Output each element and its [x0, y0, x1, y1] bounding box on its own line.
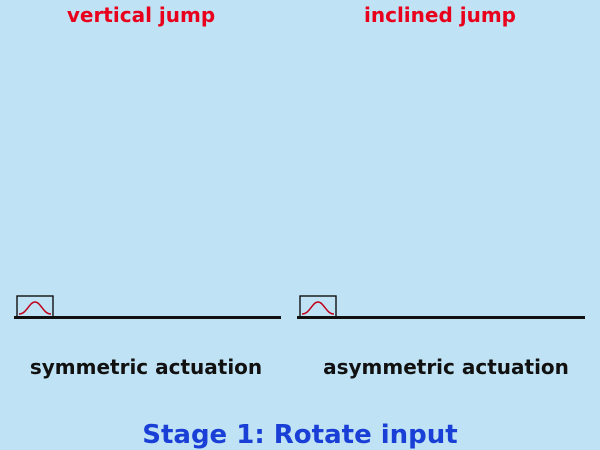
actuation-label-asymmetric: asymmetric actuation [323, 355, 569, 379]
right-ground-line [297, 316, 585, 319]
left-actuation-curve [18, 301, 52, 315]
actuation-label-symmetric: symmetric actuation [29, 355, 263, 379]
panel-title-vertical-jump: vertical jump [66, 3, 216, 27]
stage-caption: Stage 1: Rotate input [142, 420, 458, 450]
panel-title-inclined-jump: inclined jump [364, 3, 516, 27]
right-actuation-box [299, 295, 337, 318]
right-panel [297, 295, 585, 319]
left-actuation-box [16, 295, 54, 318]
right-actuation-curve [301, 301, 335, 315]
left-panel [14, 295, 281, 319]
left-ground-line [14, 316, 281, 319]
